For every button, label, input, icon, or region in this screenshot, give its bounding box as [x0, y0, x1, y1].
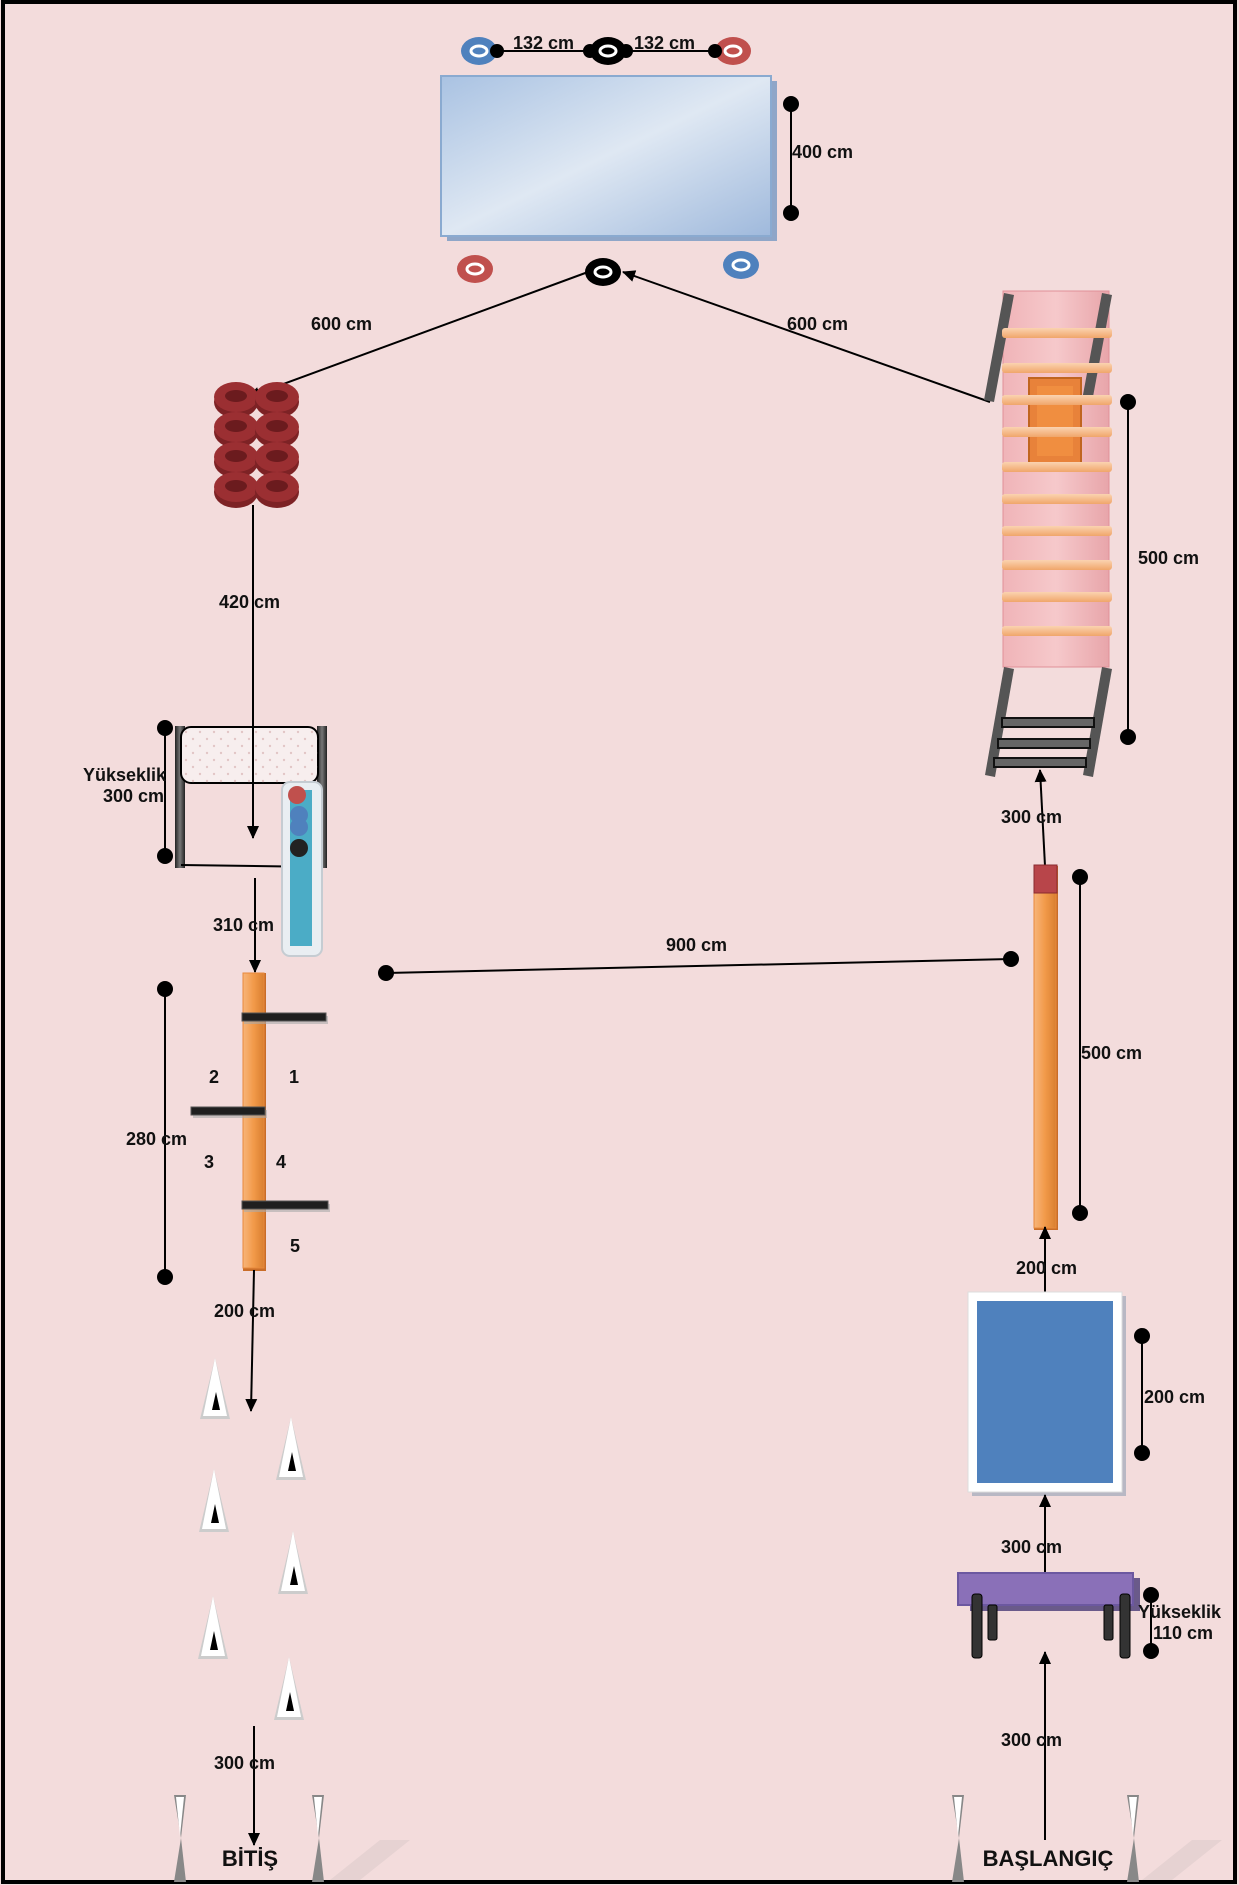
- beam-step-5: 5: [290, 1236, 300, 1256]
- marker-blue-top-left: [461, 37, 497, 65]
- blue-mat: [967, 1291, 1126, 1496]
- tire-grid: [214, 382, 299, 508]
- tire: [255, 412, 299, 448]
- marker-red-top-right: [715, 37, 751, 65]
- label-ladder-length: 500 cm: [1138, 548, 1199, 568]
- label-hurdle-height: Yükseklik: [83, 765, 167, 785]
- dim-line-hurdle-height: [157, 720, 173, 864]
- label-mat-gap-right: 132 cm: [634, 33, 695, 53]
- label-ladder-gap: 300 cm: [1001, 807, 1062, 827]
- finish-label: BİTİŞ: [222, 1846, 278, 1871]
- arrow-beam-to-cones: [245, 1269, 258, 1412]
- dim-line-ladder: [1120, 394, 1136, 745]
- slalom-cones: [198, 1358, 308, 1720]
- tire: [255, 382, 299, 418]
- hurdle-frame: [175, 726, 327, 868]
- tire: [214, 412, 258, 448]
- cone: [278, 1531, 308, 1594]
- marker-black-top-center: [590, 37, 626, 65]
- ball-red: [288, 786, 306, 804]
- cone: [276, 1417, 306, 1480]
- ladder-rungs: [993, 328, 1112, 768]
- cone: [200, 1358, 230, 1419]
- tire: [214, 472, 258, 508]
- arrow-beam-to-ladder: [1034, 769, 1047, 867]
- beam-step-3: 3: [204, 1152, 214, 1172]
- label-tires-to-hurdle: 420 cm: [219, 592, 280, 612]
- arrow-from-ladder: [622, 270, 991, 403]
- label-hurdle-to-beam: 310 cm: [213, 915, 274, 935]
- tire: [255, 472, 299, 508]
- tire: [255, 442, 299, 478]
- top-mat: [440, 75, 777, 241]
- ladder: [984, 290, 1112, 777]
- label-cross-distance: 900 cm: [666, 935, 727, 955]
- ball-stand: [281, 781, 323, 957]
- arrow-to-tires: [247, 271, 589, 399]
- dim-line-bench-height: [1143, 1587, 1159, 1659]
- beam-crossbars: [190, 1012, 330, 1212]
- marker-red-bottom-left: [457, 255, 493, 283]
- marker-blue-bottom-right: [723, 251, 759, 279]
- cone: [199, 1469, 229, 1532]
- label-start-to-bench: 300 cm: [1001, 1730, 1062, 1750]
- label-cones-to-finish: 300 cm: [214, 1753, 275, 1773]
- label-from-ladder: 600 cm: [787, 314, 848, 334]
- tire: [214, 442, 258, 478]
- label-left-beam: 280 cm: [126, 1129, 187, 1149]
- label-bench-to-mat: 300 cm: [1001, 1537, 1062, 1557]
- cone: [274, 1657, 304, 1720]
- label-blue-mat: 200 cm: [1144, 1387, 1205, 1407]
- beam-step-1: 1: [289, 1067, 299, 1087]
- finish-gate: [174, 1795, 410, 1882]
- label-bench-height: Yükseklik: [1138, 1602, 1222, 1622]
- value-hurdle-height: 300 cm: [103, 786, 164, 806]
- dim-line-right-beam: [1072, 869, 1088, 1221]
- dim-line-left-beam: [157, 981, 173, 1285]
- dim-line-mat-gap: [490, 44, 722, 58]
- marker-black-bottom-center: [585, 258, 621, 286]
- label-to-tires: 600 cm: [311, 314, 372, 334]
- label-mat-gap-left: 132 cm: [513, 33, 574, 53]
- start-gate: [952, 1795, 1222, 1882]
- value-bench-height: 110 cm: [1153, 1623, 1213, 1643]
- label-beam-to-cones: 200 cm: [214, 1301, 275, 1321]
- label-mat-height: 400 cm: [792, 142, 853, 162]
- ball-blue: [290, 818, 308, 836]
- dim-line-blue-mat: [1134, 1328, 1150, 1461]
- dim-line-mat-height: [783, 96, 799, 221]
- label-mat-to-beam: 200 cm: [1016, 1258, 1077, 1278]
- tire: [214, 382, 258, 418]
- right-beam: [1033, 864, 1058, 1230]
- beam-step-4: 4: [276, 1152, 286, 1172]
- left-beam: [242, 972, 266, 1271]
- start-label: BAŞLANGIÇ: [983, 1846, 1114, 1871]
- dim-line-cross: [378, 951, 1019, 981]
- bench: [957, 1572, 1140, 1659]
- cone: [198, 1596, 228, 1659]
- label-right-beam: 500 cm: [1081, 1043, 1142, 1063]
- ball-black: [290, 839, 308, 857]
- beam-step-2: 2: [209, 1067, 219, 1087]
